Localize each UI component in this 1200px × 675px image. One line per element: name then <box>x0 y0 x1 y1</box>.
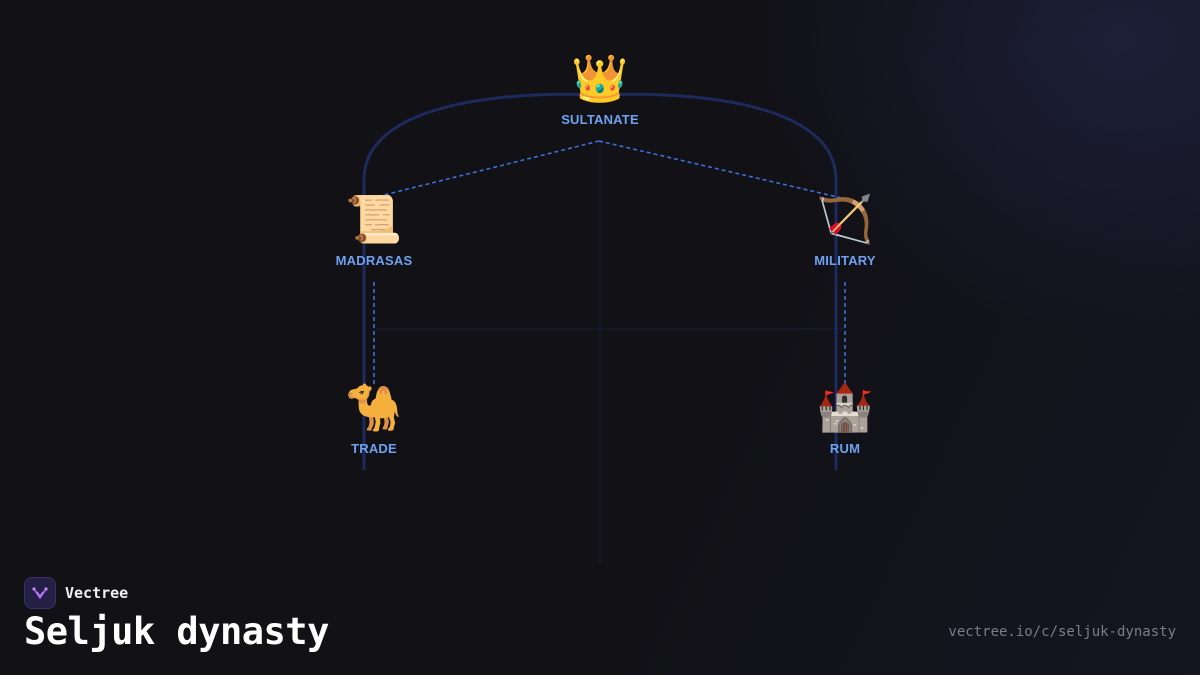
node-madrasas[interactable]: 📜 MADRASAS <box>294 191 454 268</box>
node-sultanate[interactable]: 👑 SULTANATE <box>520 50 680 127</box>
arch-frame <box>362 92 838 470</box>
castle-icon: 🏰 <box>816 380 874 434</box>
node-label-madrasas: MADRASAS <box>335 253 413 268</box>
node-label-trade: TRADE <box>351 441 397 456</box>
node-military[interactable]: 🏹 MILITARY <box>765 191 925 268</box>
node-label-military: MILITARY <box>814 253 876 268</box>
page-title: Seljuk dynasty <box>24 610 329 653</box>
crown-icon: 👑 <box>571 51 629 105</box>
edge-sultanate-military <box>598 140 847 200</box>
page-url[interactable]: vectree.io/c/seljuk-dynasty <box>948 624 1176 640</box>
brand-name: Vectree <box>65 584 129 602</box>
vectree-logo-icon <box>24 577 56 609</box>
node-rum[interactable]: 🏰 RUM <box>765 379 925 456</box>
node-label-rum: RUM <box>829 441 861 456</box>
node-trade[interactable]: 🐪 TRADE <box>294 379 454 456</box>
bow-and-arrow-icon: 🏹 <box>816 192 874 246</box>
edge-sultanate-madrasas <box>375 140 600 198</box>
node-label-sultanate: SULTANATE <box>561 112 639 127</box>
camel-icon: 🐪 <box>345 380 403 434</box>
brand[interactable]: Vectree <box>24 577 128 609</box>
scroll-icon: 📜 <box>345 192 403 246</box>
